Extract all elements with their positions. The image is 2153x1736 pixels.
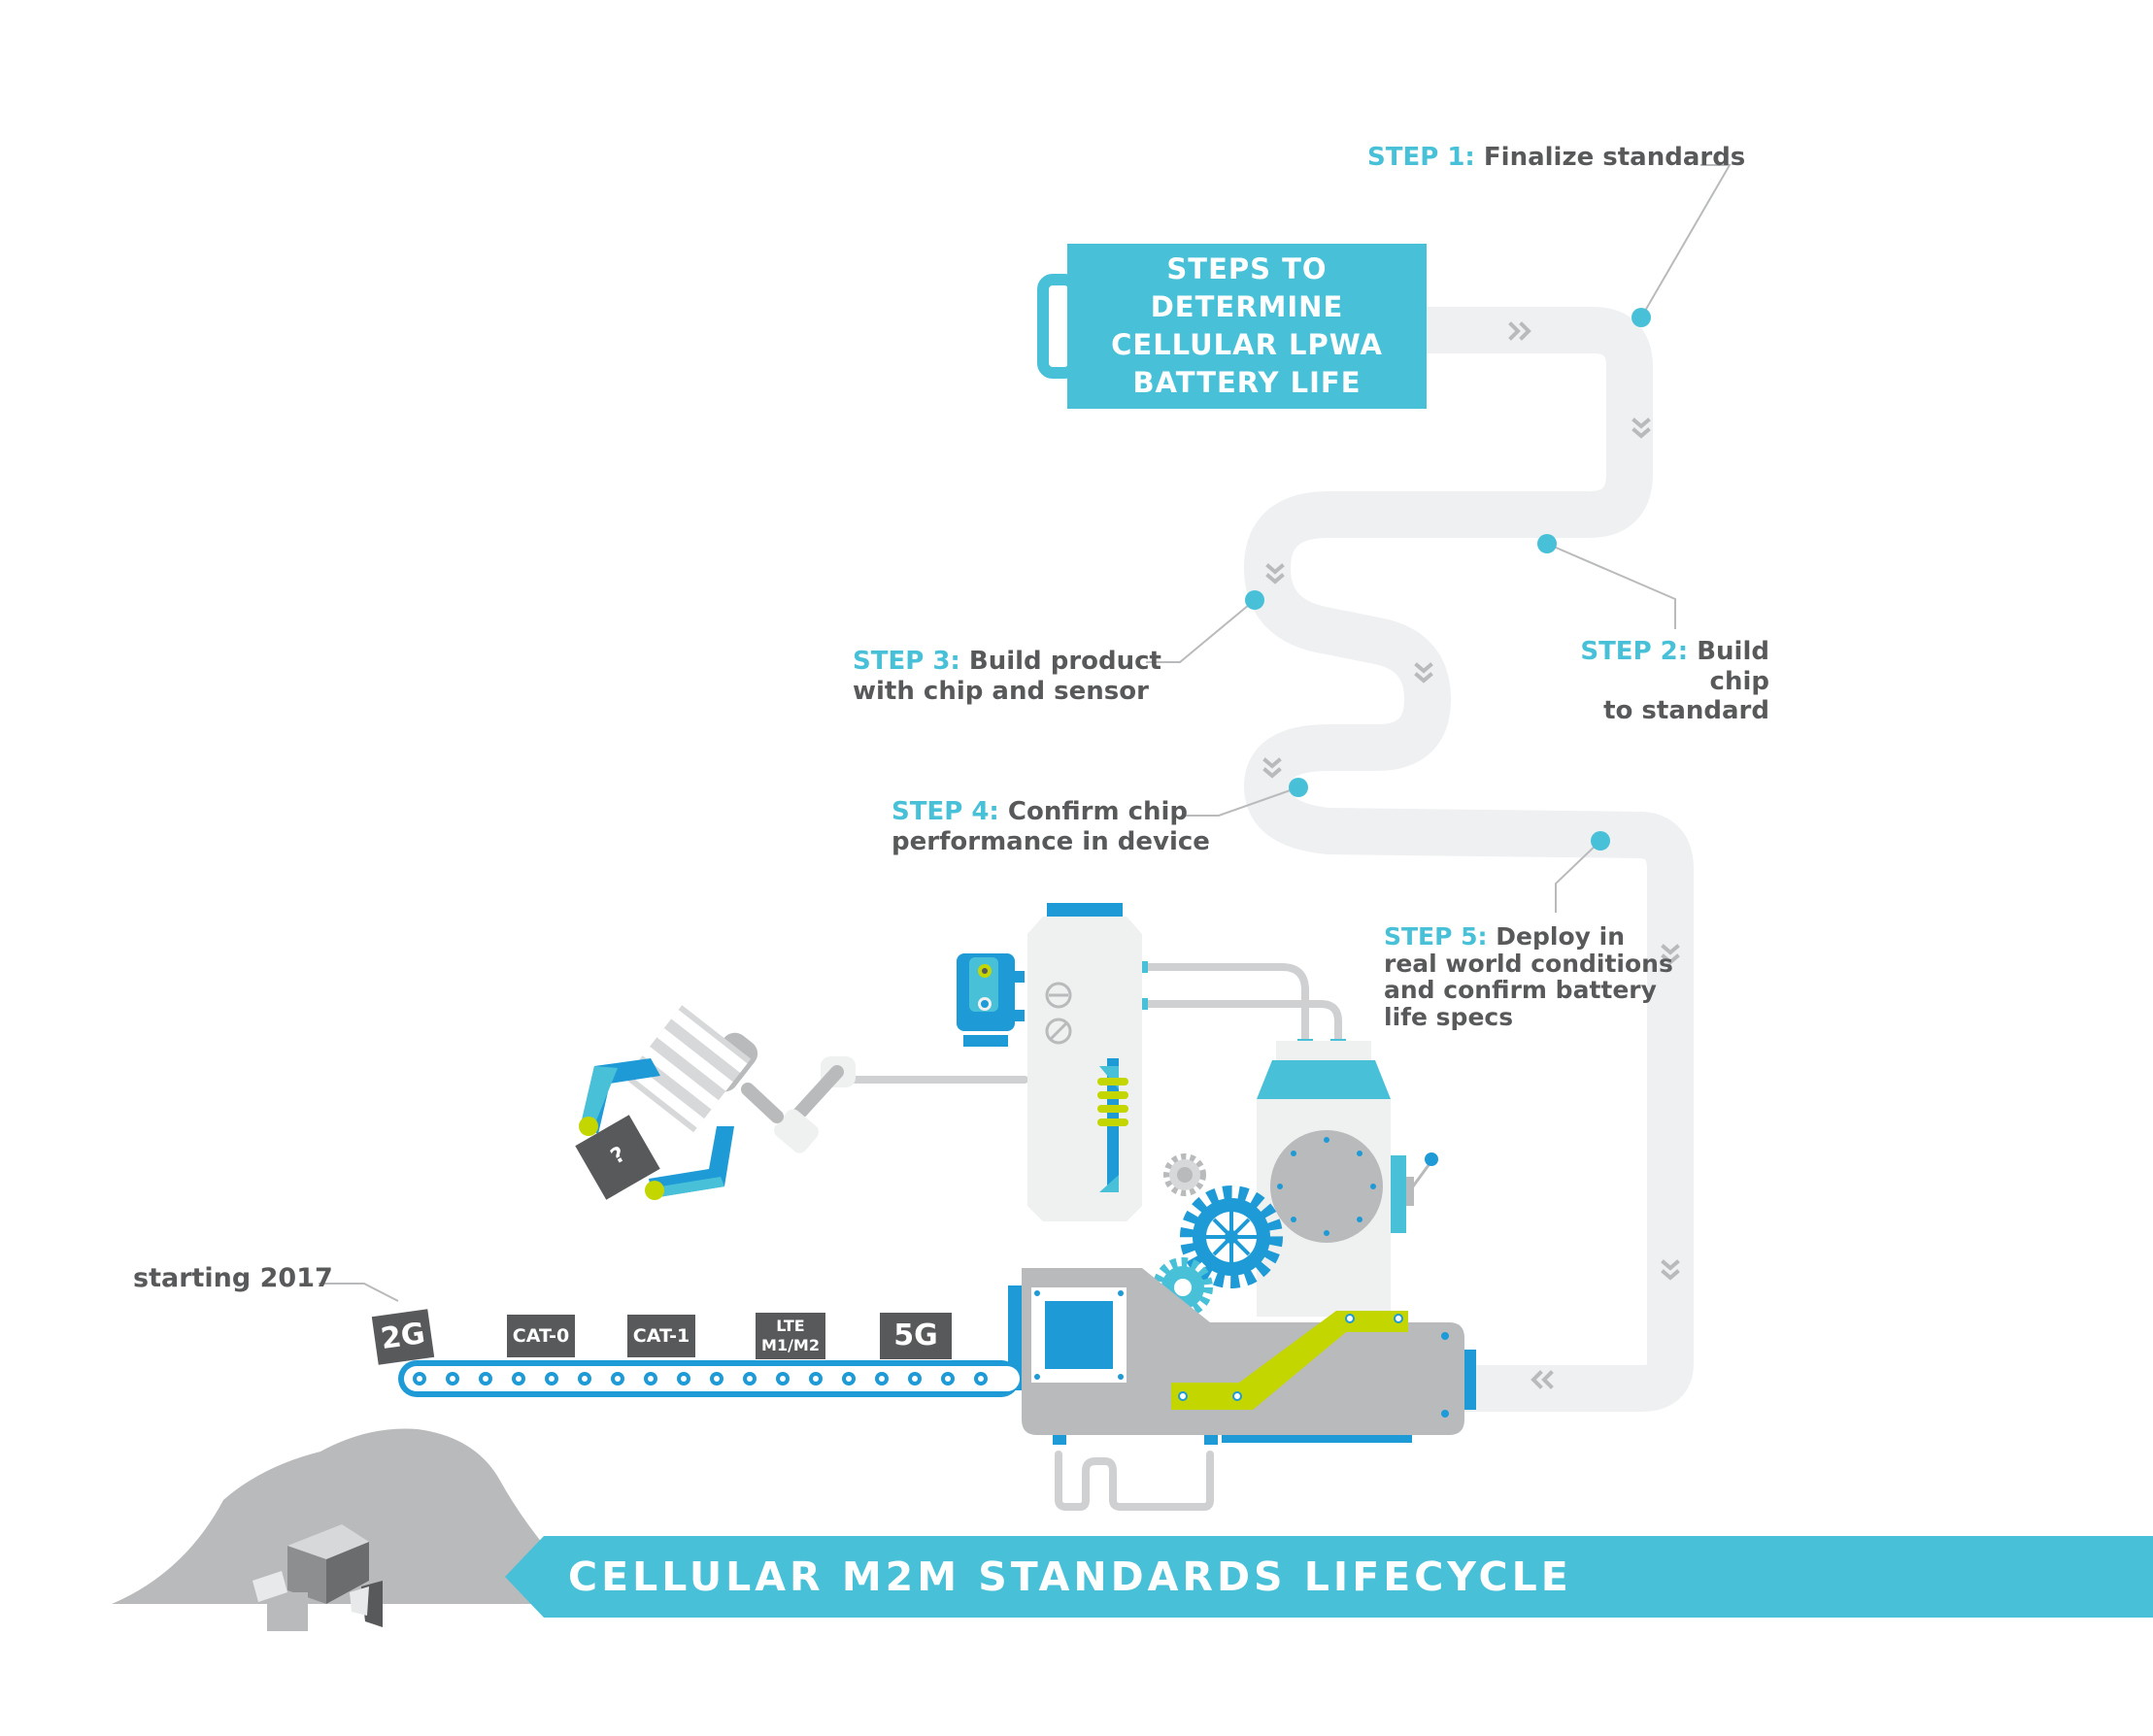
step-1-label: STEP 1: Finalize standards — [1367, 143, 1746, 172]
chip-lte-m1-m2: LTE M1/M2 — [756, 1313, 825, 1359]
rubble-pile — [112, 1428, 563, 1631]
roller-hub — [780, 1376, 786, 1382]
chevron-down-icon — [1262, 757, 1282, 779]
boiler — [1257, 1041, 1438, 1317]
chip-lte-top: LTE — [776, 1317, 805, 1335]
path-chevrons — [1262, 321, 1680, 1389]
chevron-down-icon — [1632, 417, 1651, 439]
step-connectors — [1146, 164, 1732, 913]
step-3-label: STEP 3: Build product with chip and sens… — [853, 647, 1161, 706]
roller-hub — [417, 1376, 422, 1382]
step-4-label: STEP 4: Confirm chip performance in devi… — [891, 797, 1210, 856]
title-line-3: BATTERY LIFE — [1132, 366, 1362, 399]
roller-hub — [615, 1376, 621, 1382]
pipes — [841, 963, 1342, 1511]
start-label: starting 2017 — [133, 1263, 333, 1293]
process-path — [1244, 307, 1694, 1412]
chevron-down-icon — [1661, 1259, 1680, 1281]
control-tower — [1027, 903, 1142, 1221]
step-3-marker — [1245, 590, 1264, 610]
title-box: STEPS TO DETERMINE CELLULAR LPWA BATTERY… — [1067, 244, 1427, 409]
unknown-chip — [575, 1115, 660, 1200]
roller-hub — [648, 1376, 654, 1382]
title-line-2: CELLULAR LPWA — [1111, 328, 1383, 361]
roller-hub — [912, 1376, 918, 1382]
robotic-arm — [575, 1005, 856, 1200]
start-pointer — [319, 1283, 399, 1302]
roller-hub — [813, 1376, 819, 1382]
control-panel — [957, 953, 1025, 1047]
conveyor-rollers — [413, 1372, 988, 1385]
chevron-right-icon — [1508, 321, 1531, 341]
step-2-label: STEP 2: Build chip to standard — [1580, 637, 1769, 726]
step-5-marker — [1591, 831, 1610, 851]
banner-title: CELLULAR M2M STANDARDS LIFECYCLE — [568, 1553, 1572, 1600]
conveyor-belt — [398, 1360, 1020, 1397]
step-1-marker — [1632, 308, 1651, 327]
step-4-marker — [1289, 778, 1308, 797]
roller-hub — [846, 1376, 852, 1382]
roller-hub — [483, 1376, 488, 1382]
banner — [505, 1536, 2153, 1618]
roller-hub — [582, 1376, 588, 1382]
chevron-down-icon — [1265, 563, 1285, 584]
roller-hub — [978, 1376, 984, 1382]
roller-hub — [747, 1376, 753, 1382]
roller-hub — [516, 1376, 521, 1382]
roller-hub — [714, 1376, 720, 1382]
chip-5g: 5G — [880, 1313, 952, 1359]
chip-cat-0: CAT-0 — [507, 1315, 575, 1357]
roller-hub — [879, 1376, 885, 1382]
roller-hub — [450, 1376, 455, 1382]
roller-hub — [549, 1376, 555, 1382]
chip-lte-bottom: M1/M2 — [761, 1336, 820, 1354]
chevron-down-icon — [1661, 944, 1680, 965]
roller-hub — [681, 1376, 687, 1382]
gear-icon — [1163, 1153, 1206, 1196]
chevron-left-icon — [1531, 1370, 1554, 1389]
title-line-1: STEPS TO DETERMINE — [1150, 252, 1344, 323]
step-2-marker — [1537, 534, 1557, 553]
main-machine — [1008, 1268, 1476, 1443]
chevron-down-icon — [1414, 662, 1433, 684]
chip-cat-1: CAT-1 — [627, 1315, 695, 1357]
gear-icon — [1180, 1185, 1283, 1288]
step-dots — [1245, 308, 1651, 851]
step-5-label: STEP 5: Deploy in real world conditions … — [1384, 922, 1673, 1031]
roller-hub — [945, 1376, 951, 1382]
chip-2g: 2G — [371, 1309, 435, 1365]
